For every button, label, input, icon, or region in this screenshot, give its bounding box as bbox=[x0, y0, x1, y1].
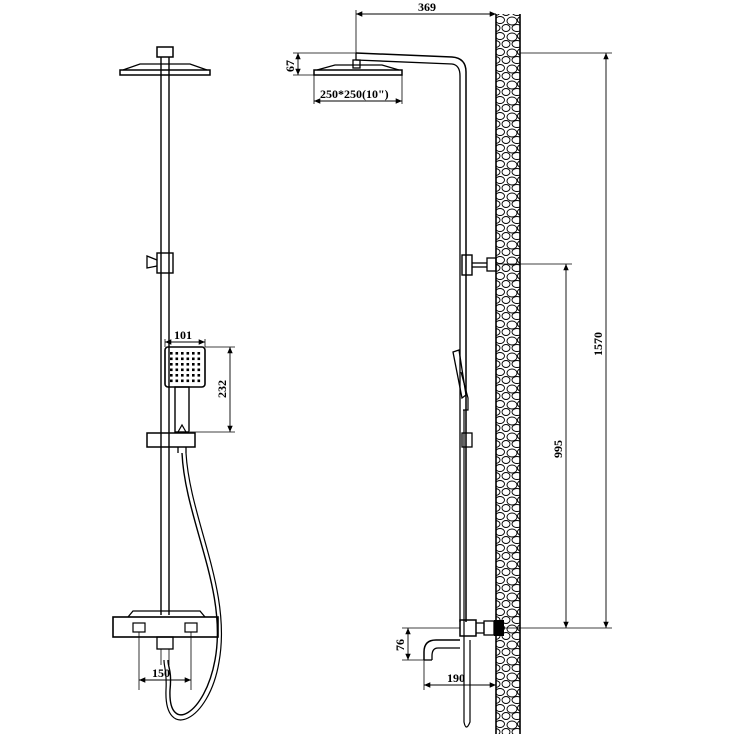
side-slider bbox=[461, 432, 473, 448]
dim-head-size: 250*250(10") bbox=[313, 75, 403, 104]
side-mixer bbox=[459, 619, 504, 637]
dim-mixer-centers: 150 bbox=[138, 632, 192, 690]
side-hand-shower bbox=[452, 349, 469, 411]
side-upper-clamp bbox=[461, 254, 497, 276]
dim-bar-height: 995 bbox=[496, 263, 572, 628]
label-hand-width: 101 bbox=[174, 328, 192, 342]
front-hand-shower bbox=[164, 346, 206, 433]
label-total-height: 1570 bbox=[591, 332, 605, 356]
label-head-size: 250*250(10") bbox=[320, 87, 389, 101]
label-bar-height: 995 bbox=[551, 440, 565, 458]
side-hose bbox=[463, 410, 471, 728]
dim-arm-reach: 369 bbox=[355, 0, 496, 53]
front-riser-pipe bbox=[160, 57, 170, 615]
label-arm-reach: 369 bbox=[418, 0, 436, 14]
front-mixer bbox=[112, 610, 219, 650]
front-upper-clamp bbox=[146, 252, 174, 274]
dim-head-height: 67 bbox=[283, 52, 356, 76]
front-hose bbox=[167, 452, 219, 716]
dim-hand-width: 101 bbox=[164, 328, 206, 347]
label-head-height: 67 bbox=[283, 60, 297, 72]
wall bbox=[495, 14, 521, 734]
label-mixer-centers: 150 bbox=[152, 666, 170, 680]
front-slider bbox=[146, 432, 196, 453]
front-overhead-head bbox=[119, 46, 211, 76]
side-view: 369 67 250*250(10") 1570 995 bbox=[283, 0, 612, 734]
label-spout-length: 190 bbox=[447, 671, 465, 685]
front-view: 101 232 150 bbox=[112, 46, 235, 721]
side-bath-spout bbox=[423, 639, 460, 661]
side-overhead-head bbox=[313, 59, 403, 76]
side-riser-arm bbox=[355, 52, 467, 622]
dim-spout-length: 190 bbox=[423, 660, 496, 690]
label-hand-length: 232 bbox=[215, 380, 229, 398]
dim-hand-length: 232 bbox=[190, 346, 235, 433]
label-spout-height: 76 bbox=[393, 639, 407, 651]
dim-total-height: 1570 bbox=[504, 52, 612, 629]
dim-spout-height: 76 bbox=[393, 627, 460, 661]
